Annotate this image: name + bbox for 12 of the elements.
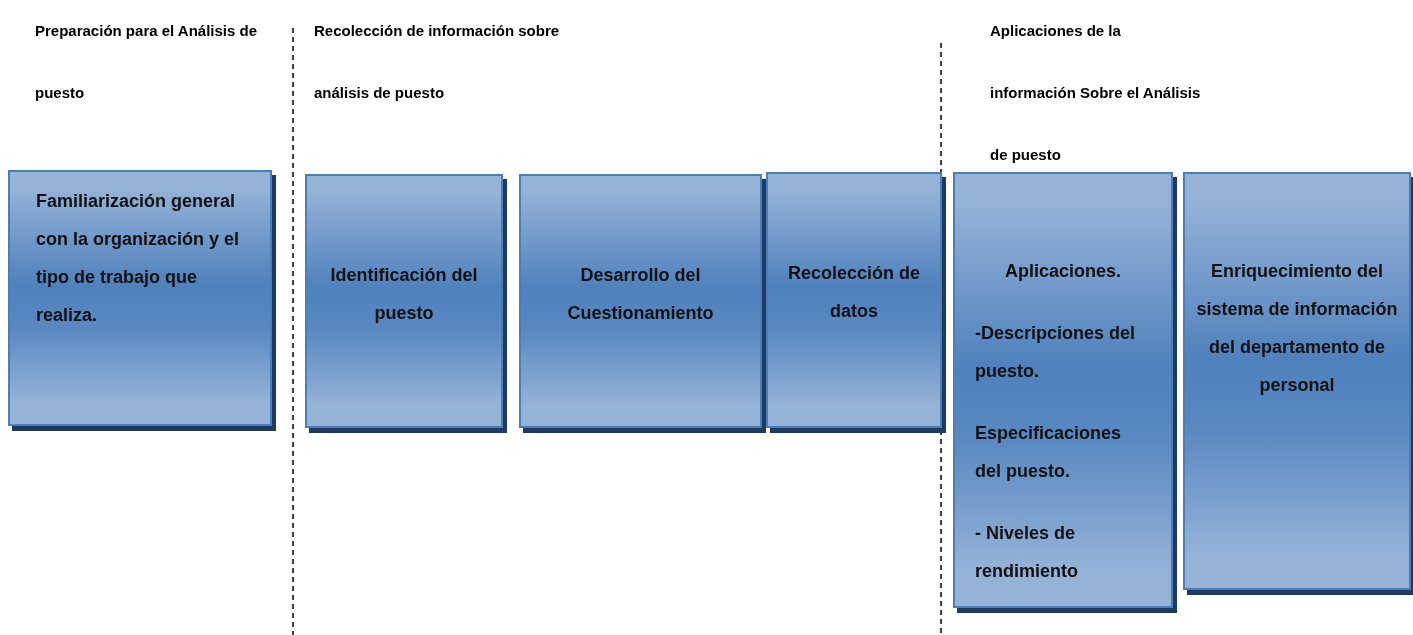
box-text: Familiarización general con la organización y el tipo de trabajo que realiza. [36,190,241,327]
section-heading: Preparación para el Análisis de puesto [35,21,259,103]
box-text: Especificaciones del puesto. [975,422,1123,483]
box-text: -Descripciones del puesto. [975,322,1137,383]
box-text: Aplicaciones. [1003,260,1122,283]
section-heading: Recolección de información sobre análisis de puesto [314,21,561,103]
box-text: - Niveles de rendimiento [975,522,1079,583]
box-text: Enriquecimiento del sistema de información del departamento de personal [1195,260,1399,397]
box-text: Desarrollo del Cuestionamiento [566,264,715,325]
section-heading: Aplicaciones de la información Sobre el Análisis de puesto [990,21,1202,165]
box-text: Recolección de datos [786,262,921,323]
box-text: Identificación del puesto [329,264,479,325]
